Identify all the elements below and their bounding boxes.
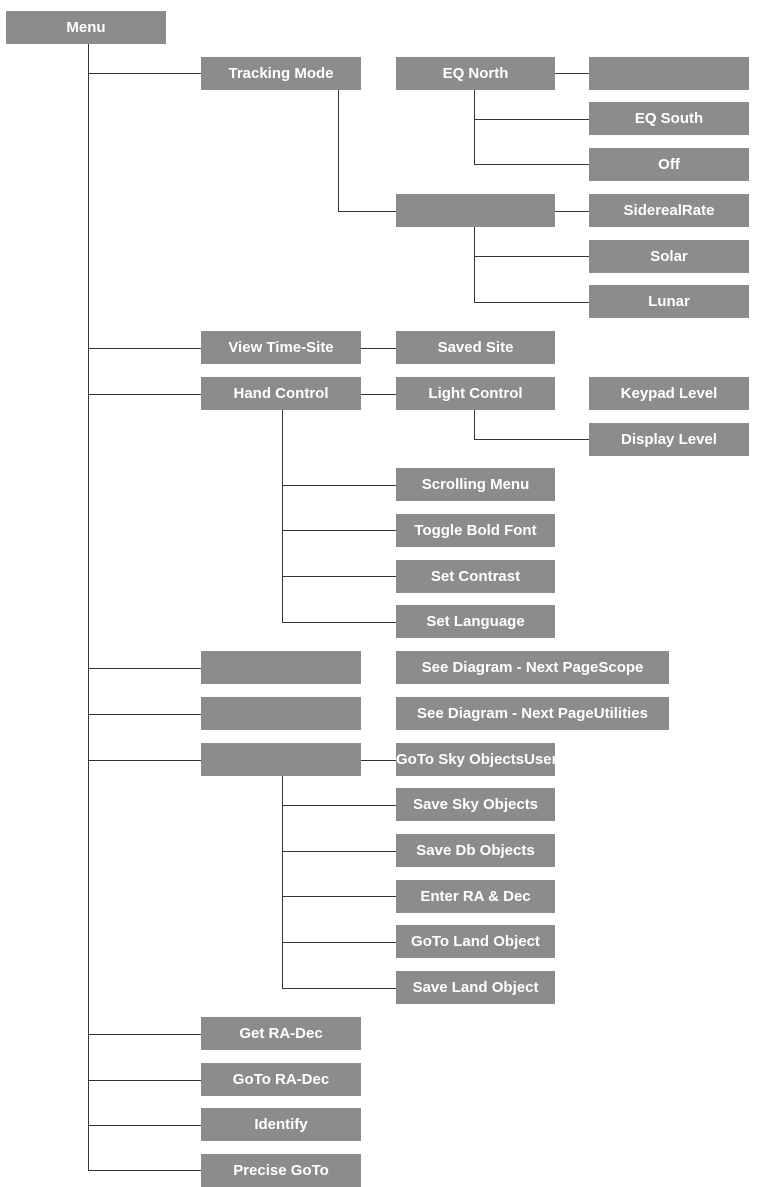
connector-line xyxy=(474,164,589,165)
connector-line xyxy=(282,776,283,988)
connector-line xyxy=(338,90,339,211)
connector-line xyxy=(555,211,589,212)
get-ra-dec-box[interactable]: Get RA-Dec xyxy=(201,1017,361,1050)
connector-line xyxy=(555,73,589,74)
view-time-site-box[interactable]: View Time-Site xyxy=(201,331,361,364)
light-control-box[interactable]: Light Control xyxy=(396,377,555,410)
tracking-mode-box[interactable]: Tracking Mode xyxy=(201,57,361,90)
connector-line xyxy=(474,119,589,120)
connector-line xyxy=(88,1125,201,1126)
empty-box xyxy=(201,743,361,776)
lunar-box[interactable]: Lunar xyxy=(589,285,749,318)
connector-line xyxy=(474,439,589,440)
save-land-object-box[interactable]: Save Land Object xyxy=(396,971,555,1004)
goto-sky-objects-box[interactable]: GoTo Sky ObjectsUser Objects xyxy=(396,743,555,776)
display-level-box[interactable]: Display Level xyxy=(589,423,749,456)
see-diagram-utilities-box[interactable]: See Diagram - Next PageUtilities xyxy=(396,697,669,730)
connector-line xyxy=(282,485,396,486)
keypad-level-box[interactable]: Keypad Level xyxy=(589,377,749,410)
saved-site-box[interactable]: Saved Site xyxy=(396,331,555,364)
connector-line xyxy=(88,1034,201,1035)
connector-line xyxy=(88,348,201,349)
menu-root-box[interactable]: Menu xyxy=(6,11,166,44)
connector-line xyxy=(282,530,396,531)
connector-line xyxy=(88,714,201,715)
save-db-objects-box[interactable]: Save Db Objects xyxy=(396,834,555,867)
connector-line xyxy=(88,394,201,395)
connector-line xyxy=(282,896,396,897)
empty-box xyxy=(589,57,749,90)
connector-line xyxy=(474,256,589,257)
connector-line xyxy=(361,394,396,395)
connector-line xyxy=(474,227,475,302)
connector-line xyxy=(361,760,396,761)
goto-land-object-box[interactable]: GoTo Land Object xyxy=(396,925,555,958)
connector-line xyxy=(282,576,396,577)
eq-north-box[interactable]: EQ North xyxy=(396,57,555,90)
empty-box xyxy=(396,194,555,227)
see-diagram-scope-box[interactable]: See Diagram - Next PageScope xyxy=(396,651,669,684)
precise-goto-box[interactable]: Precise GoTo xyxy=(201,1154,361,1187)
toggle-bold-font-box[interactable]: Toggle Bold Font xyxy=(396,514,555,547)
solar-box[interactable]: Solar xyxy=(589,240,749,273)
save-sky-objects-box[interactable]: Save Sky Objects xyxy=(396,788,555,821)
connector-line xyxy=(282,410,283,622)
connector-line xyxy=(88,668,201,669)
connector-line xyxy=(88,44,89,1170)
goto-ra-dec-box[interactable]: GoTo RA-Dec xyxy=(201,1063,361,1096)
identify-box[interactable]: Identify xyxy=(201,1108,361,1141)
connector-line xyxy=(361,348,396,349)
connector-line xyxy=(282,851,396,852)
set-language-box[interactable]: Set Language xyxy=(396,605,555,638)
sidereal-rate-box[interactable]: SiderealRate xyxy=(589,194,749,227)
set-contrast-box[interactable]: Set Contrast xyxy=(396,560,555,593)
connector-line xyxy=(338,211,396,212)
connector-line xyxy=(88,73,201,74)
connector-line xyxy=(282,988,396,989)
enter-ra-dec-box[interactable]: Enter RA & Dec xyxy=(396,880,555,913)
connector-line xyxy=(282,805,396,806)
connector-line xyxy=(474,410,475,439)
connector-line xyxy=(474,302,589,303)
scrolling-menu-box[interactable]: Scrolling Menu xyxy=(396,468,555,501)
connector-line xyxy=(474,90,475,164)
empty-box xyxy=(201,651,361,684)
eq-south-box[interactable]: EQ South xyxy=(589,102,749,135)
tracking-off-box[interactable]: Off xyxy=(589,148,749,181)
hand-control-box[interactable]: Hand Control xyxy=(201,377,361,410)
connector-line xyxy=(88,1080,201,1081)
empty-box xyxy=(201,697,361,730)
connector-line xyxy=(282,622,396,623)
connector-line xyxy=(88,760,201,761)
connector-line xyxy=(282,942,396,943)
connector-line xyxy=(88,1170,201,1171)
